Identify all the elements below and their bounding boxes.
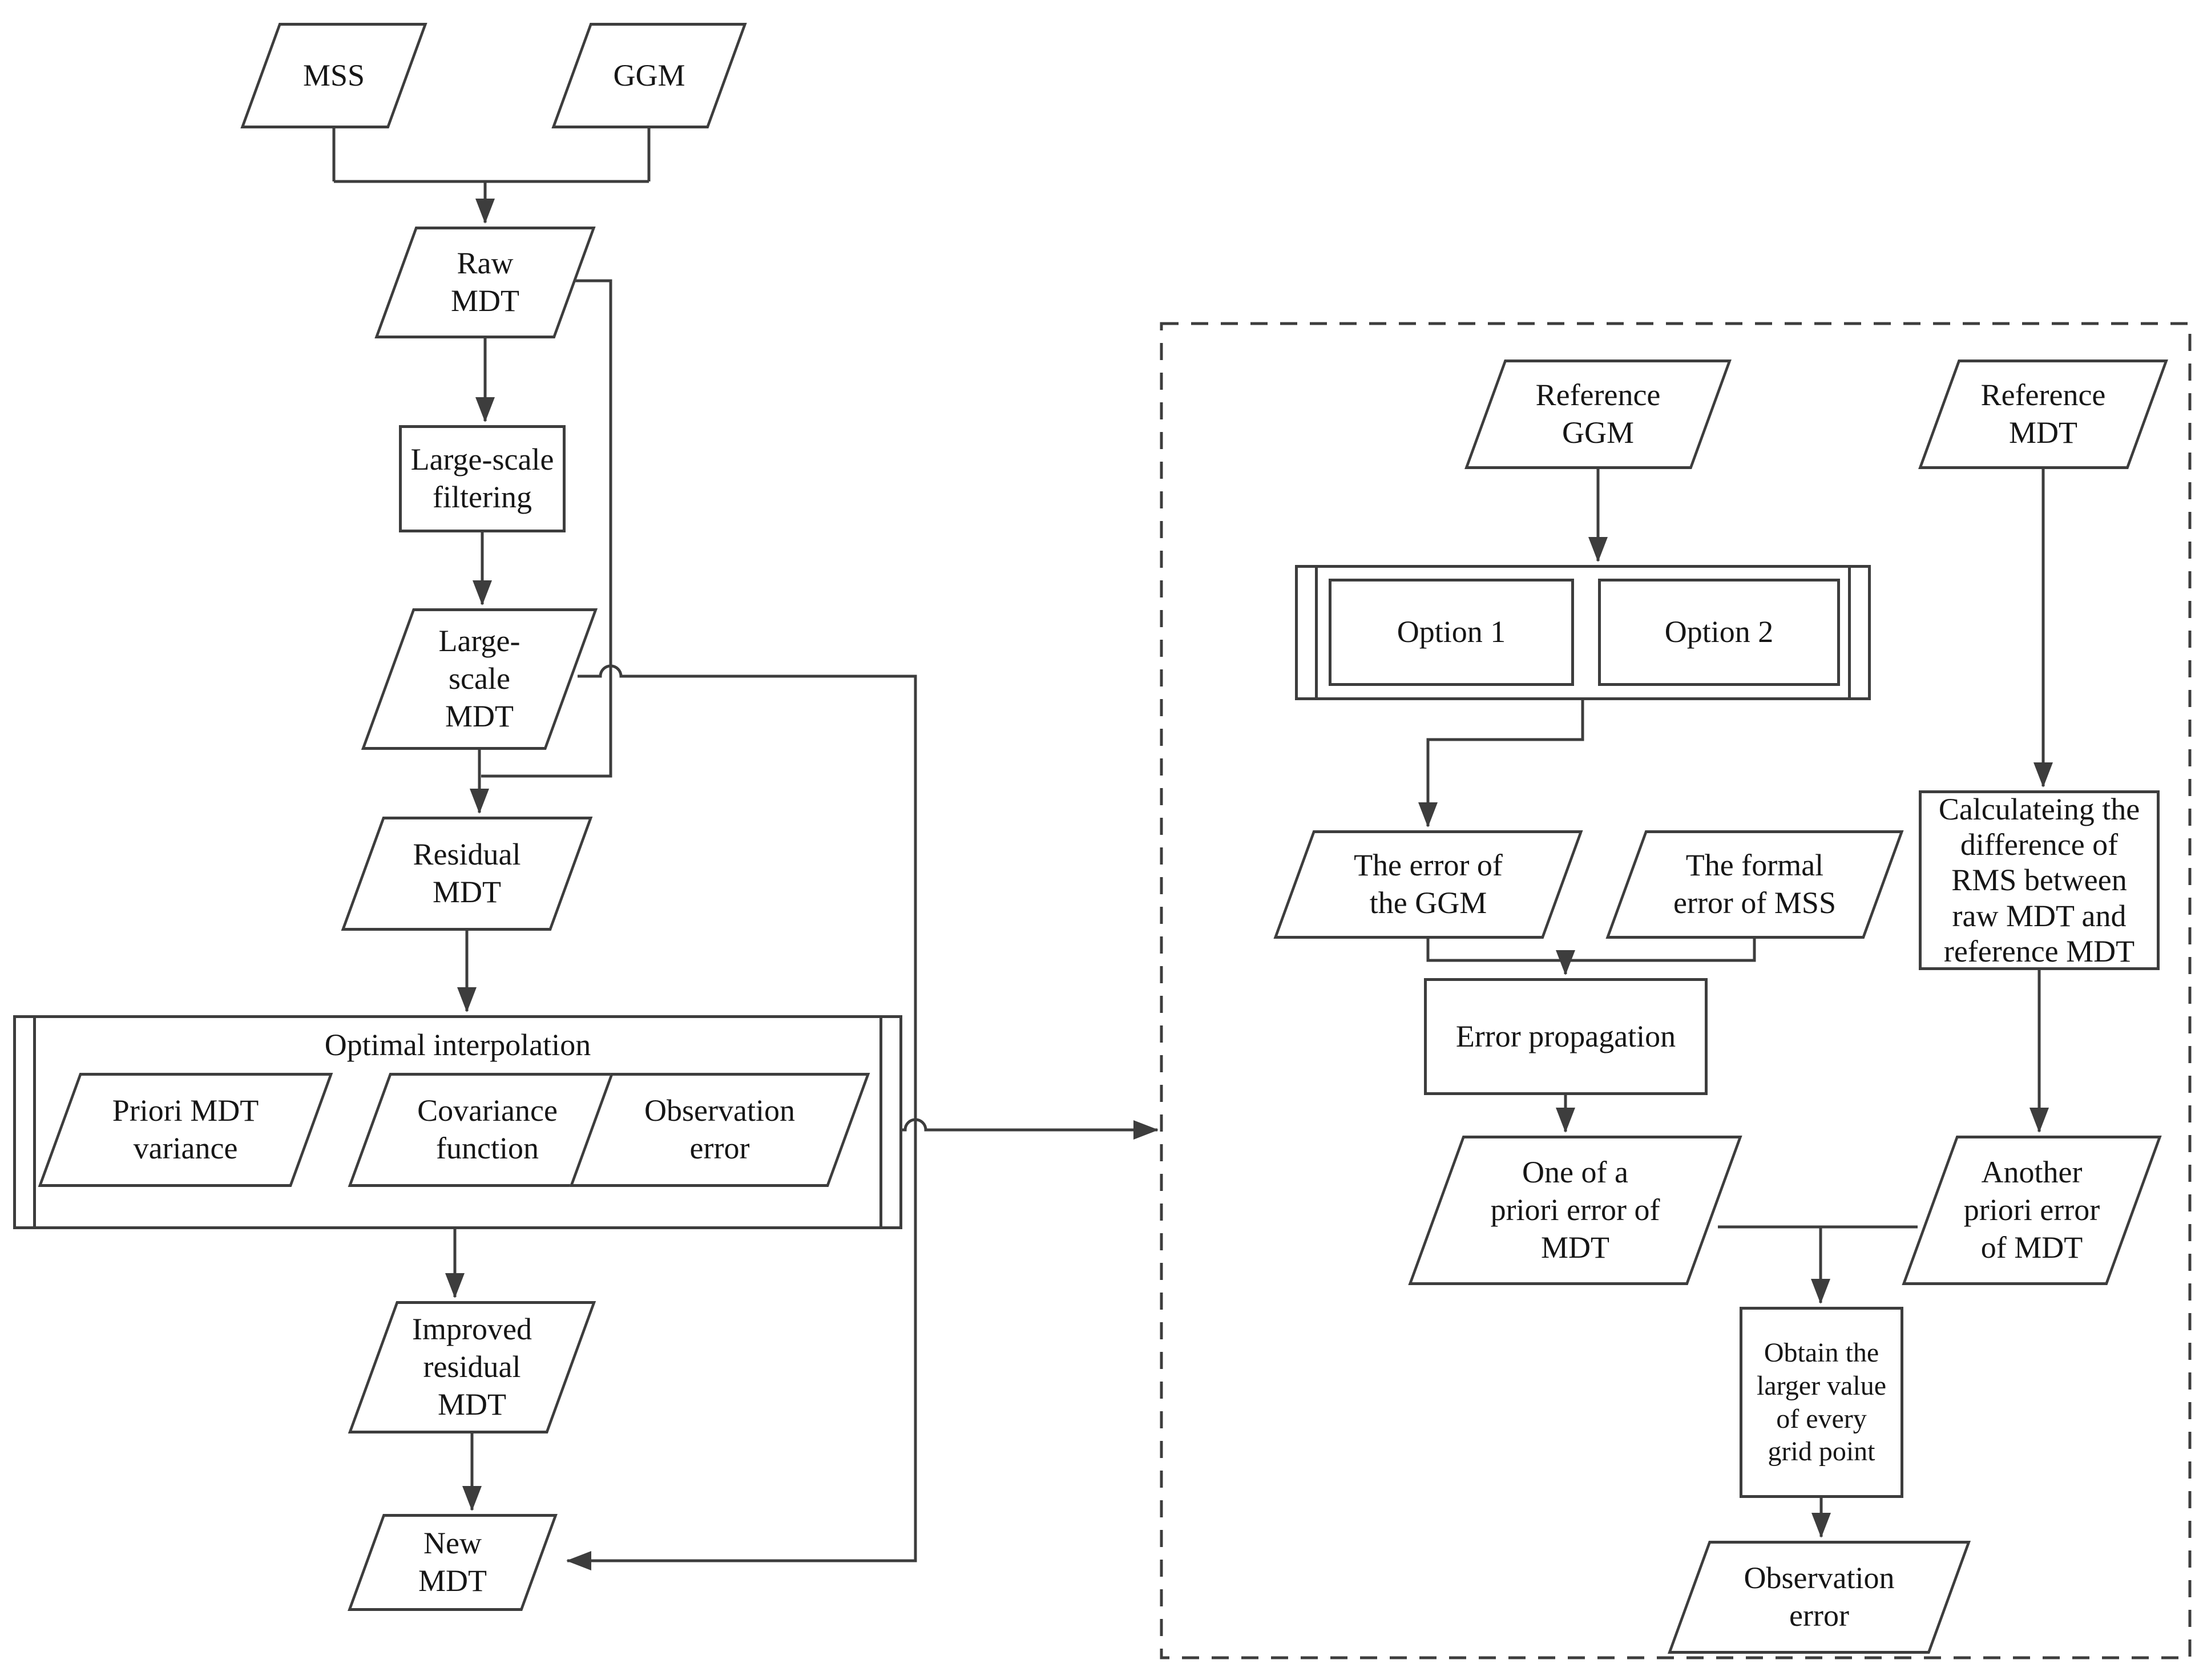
predefined-process-bar-right (879, 1018, 882, 1226)
node-improved-residual-mdt: Improved residual MDT (347, 1301, 597, 1433)
node-option-1: Option 1 (1329, 579, 1574, 686)
node-error-propagation: Error propagation (1424, 978, 1708, 1095)
node-reference-mdt: Reference MDT (1918, 360, 2169, 469)
node-mss-formal-error-label: The formal error of MSS (1673, 848, 1836, 920)
node-observation-error-input-label: Observation error (644, 1093, 795, 1165)
node-option-2: Option 2 (1598, 579, 1840, 686)
node-reference-ggm: Reference GGM (1464, 360, 1732, 469)
node-option-2-label: Option 2 (1664, 615, 1774, 649)
node-covariance-function: Covariance function (347, 1073, 628, 1187)
node-raw-mdt-label: Raw MDT (451, 246, 519, 318)
node-priori-mdt-variance-label: Priori MDT variance (112, 1093, 259, 1165)
node-residual-mdt: Residual MDT (340, 817, 594, 931)
node-observation-error-output-label: Observation error (1744, 1561, 1895, 1633)
node-large-scale-mdt-label: Large- scale MDT (438, 624, 520, 733)
node-rms-difference-label: Calculateing the difference of RMS betwe… (1938, 792, 2140, 968)
predefined-process-bar-left (33, 1018, 36, 1226)
node-reference-mdt-label: Reference MDT (1980, 378, 2106, 450)
node-mss: MSS (240, 23, 428, 128)
connector-error-merge (1426, 939, 1756, 962)
node-rms-difference: Calculateing the difference of RMS betwe… (1919, 790, 2160, 970)
node-residual-mdt-label: Residual MDT (413, 837, 521, 909)
node-new-mdt-label: New MDT (418, 1526, 487, 1598)
node-ggm-label: GGM (613, 58, 685, 92)
node-one-priori-error: One of a priori error of MDT (1407, 1136, 1744, 1285)
connector-mss-ggm-join (332, 128, 651, 183)
node-improved-residual-mdt-label: Improved residual MDT (412, 1312, 532, 1421)
node-ggm: GGM (551, 23, 748, 128)
node-new-mdt: New MDT (347, 1514, 558, 1611)
node-mss-label: MSS (302, 58, 365, 92)
dashed-subprocess-boundary (1160, 322, 2192, 1659)
node-obtain-larger-value: Obtain the larger value of every grid po… (1740, 1307, 1903, 1498)
node-obtain-larger-value-label: Obtain the larger value of every grid po… (1757, 1338, 1886, 1467)
options-bar-right (1848, 568, 1851, 697)
node-another-priori-error: Another priori error of MDT (1901, 1136, 2163, 1285)
node-covariance-function-label: Covariance function (417, 1093, 558, 1165)
node-large-scale-filtering: Large-scale filtering (399, 425, 566, 532)
connector-observation-error-to-subprocess (839, 1118, 1159, 1140)
node-observation-error-output: Observation error (1667, 1541, 1972, 1654)
node-mss-formal-error: The formal error of MSS (1605, 830, 1905, 939)
node-one-priori-error-label: One of a priori error of MDT (1490, 1155, 1660, 1265)
node-ggm-error: The error of the GGM (1273, 830, 1584, 939)
node-reference-ggm-label: Reference GGM (1535, 378, 1661, 450)
node-priori-mdt-variance: Priori MDT variance (37, 1073, 334, 1187)
node-option-1-label: Option 1 (1397, 615, 1506, 649)
node-observation-error-input: Observation error (568, 1073, 871, 1187)
node-large-scale-filtering-label: Large-scale filtering (410, 442, 554, 514)
node-large-scale-mdt: Large- scale MDT (360, 608, 599, 750)
node-raw-mdt: Raw MDT (374, 227, 596, 338)
connector-large-scale-mdt-to-new-mdt (566, 664, 917, 1570)
connector-options-to-ggm-error (1418, 700, 1584, 827)
options-bar-left (1315, 568, 1318, 697)
optimal-interpolation-title: Optimal interpolation (324, 1028, 591, 1062)
node-ggm-error-label: The error of the GGM (1354, 848, 1503, 920)
node-error-propagation-label: Error propagation (1455, 1019, 1676, 1053)
node-another-priori-error-label: Another priori error of MDT (1963, 1155, 2100, 1265)
